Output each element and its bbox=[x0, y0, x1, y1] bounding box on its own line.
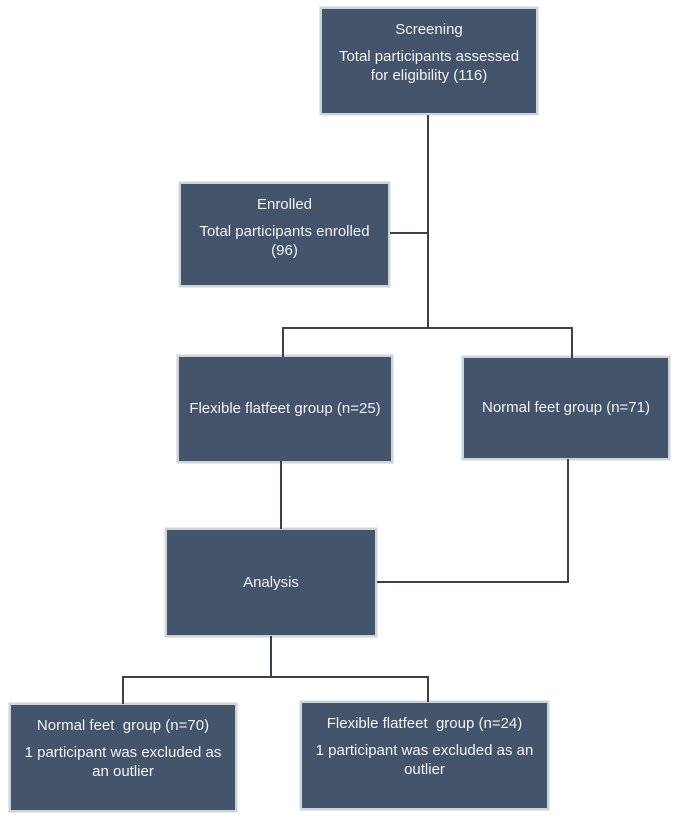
screening-title: Screening bbox=[395, 21, 463, 38]
connector-branch-bottom bbox=[122, 676, 429, 678]
connector-drop-flatfeet-final bbox=[427, 676, 429, 702]
flatfeet-final-body: 1 participant was excluded as an outlier bbox=[315, 742, 538, 779]
normal-final-box: Normal feet group (n=70) 1 participant w… bbox=[8, 702, 238, 813]
flatfeet-final-box: Flexible flatfeet group (n=24) 1 partici… bbox=[299, 700, 550, 811]
enrolled-body: Total participants enrolled (96) bbox=[199, 223, 374, 260]
flatfeet-group-label: Flexible flatfeet group (n=25) bbox=[189, 400, 381, 418]
connector-analysis-down bbox=[270, 636, 272, 678]
connector-drop-normal-final bbox=[122, 676, 124, 704]
screening-box: Screening Total participants assessed fo… bbox=[319, 6, 539, 116]
connector-normal-to-analysis bbox=[377, 581, 569, 583]
connector-screening-down bbox=[427, 115, 429, 329]
enrolled-title: Enrolled bbox=[256, 196, 313, 213]
connector-enrolled-right bbox=[390, 232, 429, 234]
normal-final-title: Normal feet group (n=70) bbox=[36, 717, 210, 734]
flatfeet-final-title: Flexible flatfeet group (n=24) bbox=[326, 715, 523, 732]
connector-drop-normal bbox=[571, 327, 573, 358]
normal-group-box: Normal feet group (n=71) bbox=[461, 355, 671, 461]
normal-final-body: 1 participant was excluded as an outlier bbox=[24, 744, 226, 781]
screening-body: Total participants assessed for eligibil… bbox=[338, 48, 524, 85]
analysis-label: Analysis bbox=[243, 573, 299, 591]
enrolled-box: Enrolled Total participants enrolled (96… bbox=[178, 181, 391, 288]
connector-drop-flatfeet bbox=[282, 327, 284, 357]
analysis-box: Analysis bbox=[164, 527, 378, 638]
connector-normal-down bbox=[567, 459, 569, 583]
connector-flatfeet-to-analysis bbox=[280, 461, 282, 529]
connector-branch-top bbox=[282, 327, 573, 329]
flatfeet-group-box: Flexible flatfeet group (n=25) bbox=[176, 354, 394, 464]
normal-group-label: Normal feet group (n=71) bbox=[481, 399, 650, 417]
